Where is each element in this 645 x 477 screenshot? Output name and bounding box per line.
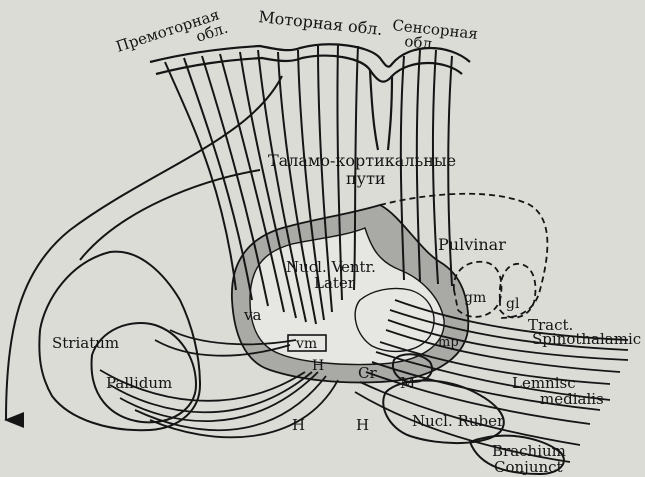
label-gl: gl [506,296,520,312]
sensory-tracts [354,299,629,463]
label-motor: Моторная обл. [258,7,384,39]
label-pulvinar: Pulvinar [438,235,506,254]
label-lemnisc: Lemnisc [512,374,576,392]
pulvinar-outline [379,192,549,319]
label-va: va [243,306,261,324]
label-pallidum: Pallidum [106,374,172,392]
thalamus-body [231,204,470,384]
label-tract: Tract. [528,316,573,334]
label-vm: vm [295,336,317,352]
label-nucl-ruber: Nucl. Ruber [412,412,505,430]
label-h-subthalamic: H [312,358,324,374]
label-conjunct: Conjunct [494,458,563,476]
label-h-lower-right: H [356,416,369,434]
label-h-lower-left: H [292,416,305,434]
label-thalamocortical-paths: пути [346,169,386,188]
label-spinothalamic: Spinothalamic [532,330,641,348]
pallidal-fibers [99,329,339,439]
label-brachium: Brachium [492,442,566,460]
label-mp: mp [438,335,459,350]
descending-tract [4,75,283,429]
nucleus-ruber [382,353,565,476]
label-later: Later [314,274,356,292]
basal-ganglia [38,250,202,432]
thalamocortical-fibers [164,43,453,325]
label-sensory-area: обл. [404,32,438,53]
label-gm: gm [464,290,486,306]
label-cr: Cr [358,364,377,382]
label-nucl-ventr: Nucl. Ventr. [286,258,376,276]
label-thalamocortical: Таламо-кортикальные [268,151,456,170]
label-striatum: Striatum [52,334,119,352]
label-m: M [400,374,415,392]
label-medialis: medialis [540,390,604,408]
